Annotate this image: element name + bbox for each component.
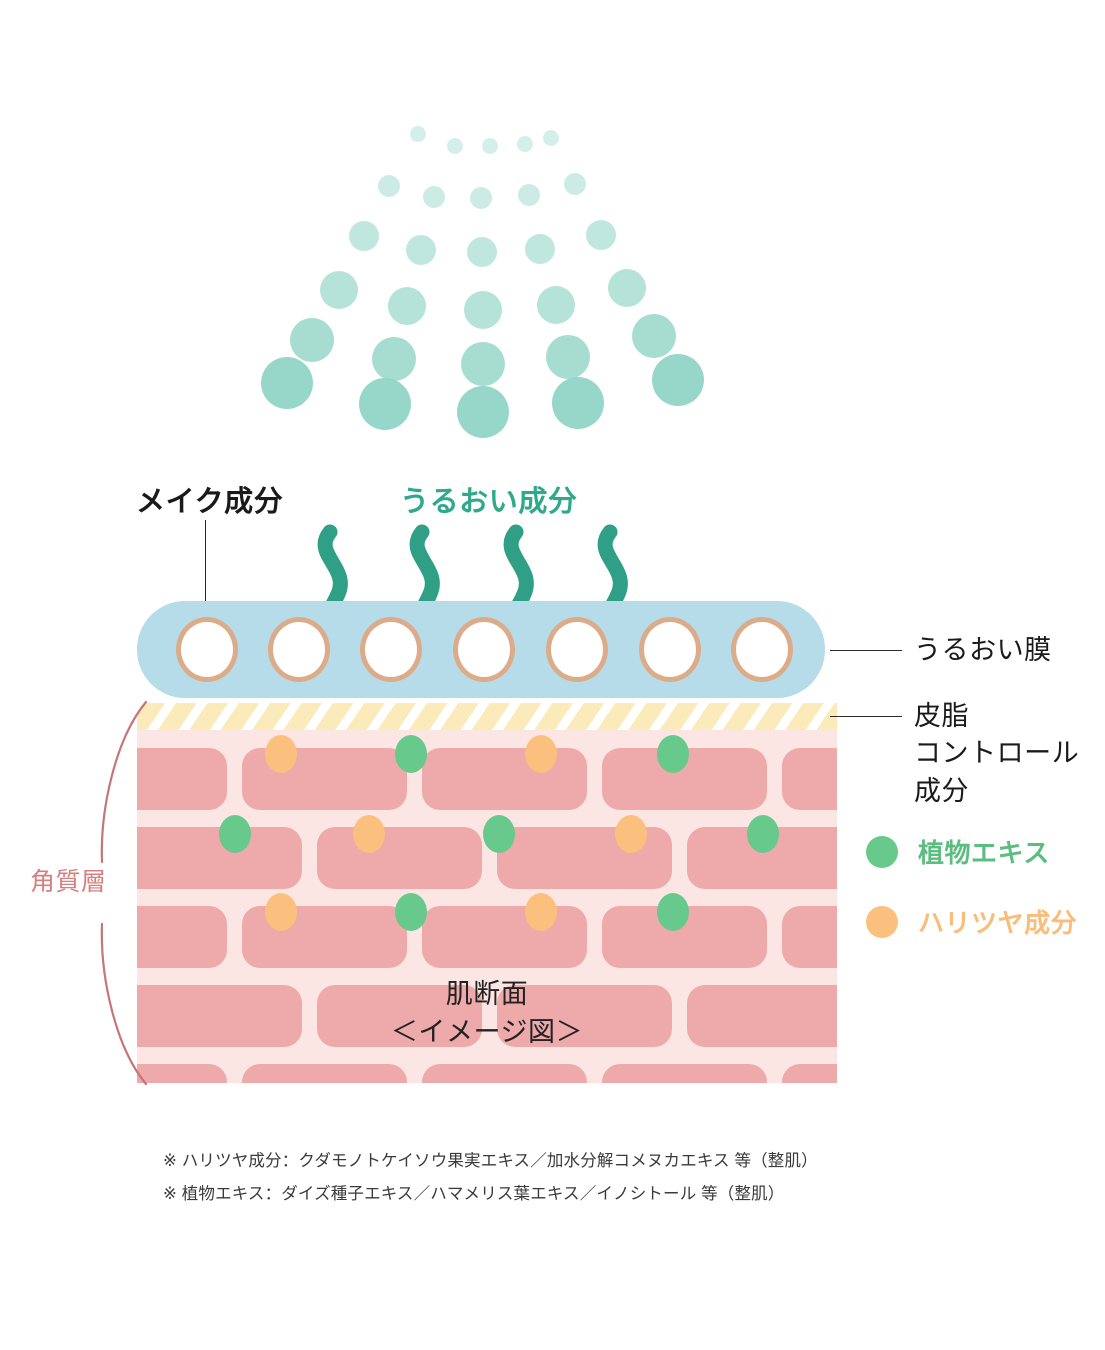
skin-brick [317,827,482,889]
skin-caption-line-1: 肌断面 [445,979,529,1009]
sebum-callout-line-1: 皮脂 [914,701,970,731]
legend-item-firming-ingredient: ハリツヤ成分 [866,903,1077,940]
plant-extract-dot [747,815,779,853]
makeup-cell [176,617,238,682]
skin-brick [782,1064,837,1083]
sebum-control-callout: 皮脂 コントロール 成分 [914,698,1079,810]
skin-cross-section-panel [137,730,837,1083]
firming-ingredient-swatch-icon [866,905,898,938]
skin-brick [782,748,837,810]
skin-brick [242,1064,407,1083]
sebum-control-layer [137,703,837,730]
firming-ingredient-dot [265,893,297,931]
moisture-film-band [137,601,825,698]
sebum-control-leader-line [830,716,902,717]
plant-extract-swatch-icon [866,835,898,868]
moisture-ingredient-label: うるおい成分 [400,486,578,518]
sebum-callout-line-3: 成分 [914,775,970,806]
skin-brick [137,985,302,1047]
plant-extract-dot [657,735,689,773]
makeup-cell [360,617,422,682]
skin-cross-section-caption: 肌断面 ＜イメージ図＞ [137,975,837,1052]
makeup-cell [268,617,330,682]
moisture-film-callout: うるおい膜 [914,635,1052,665]
skin-brick [782,906,837,968]
legend-item-plant-extract: 植物エキス [866,833,1050,870]
skin-brick [422,748,587,810]
firming-ingredient-dot [525,893,557,931]
skin-brick [687,985,837,1047]
firming-ingredient-dot [615,815,647,853]
firming-ingredient-dot [525,735,557,773]
spray-dot-cloud [261,126,704,438]
makeup-cell [731,617,793,682]
makeup-cell [546,617,608,682]
skin-brick [497,985,672,1047]
footnote-firming-ingredient: ※ ハリツヤ成分：クダモノトケイソウ果実エキス／加水分解コメヌカエキス 等（整肌… [163,1152,818,1170]
skin-brick [137,906,227,968]
skin-brick [602,1064,767,1083]
plant-extract-dot [395,893,427,931]
stratum-corneum-label: 角質層 [30,868,107,896]
moisture-film-leader-line [830,650,902,651]
makeup-pointer-line [205,520,206,648]
legend-label-plant-extract: 植物エキス [918,838,1050,868]
footnotes: ※ ハリツヤ成分：クダモノトケイソウ果実エキス／加水分解コメヌカエキス 等（整肌… [163,1145,818,1211]
sebum-callout-line-2: コントロール [914,738,1080,769]
skin-brick [137,748,227,810]
skin-brick [137,1064,227,1083]
makeup-ingredient-label: メイク成分 [136,486,284,518]
legend-label-firming-ingredient: ハリツヤ成分 [918,908,1078,938]
skin-brick [422,1064,587,1083]
firming-ingredient-dot [265,735,297,773]
makeup-cell [453,617,515,682]
stratum-corneum-bracket [100,700,148,1086]
makeup-cell [639,617,701,682]
plant-extract-dot [483,815,515,853]
skin-brick [422,906,587,968]
footnote-plant-extract: ※ 植物エキス：ダイズ種子エキス／ハマメリス葉エキス／イノシトール 等（整肌） [163,1185,785,1203]
skin-brick [317,985,482,1047]
plant-extract-dot [395,735,427,773]
plant-extract-dot [657,893,689,931]
skin-caption-line-2: ＜イメージ図＞ [390,1017,584,1048]
plant-extract-dot [219,815,251,853]
firming-ingredient-dot [353,815,385,853]
